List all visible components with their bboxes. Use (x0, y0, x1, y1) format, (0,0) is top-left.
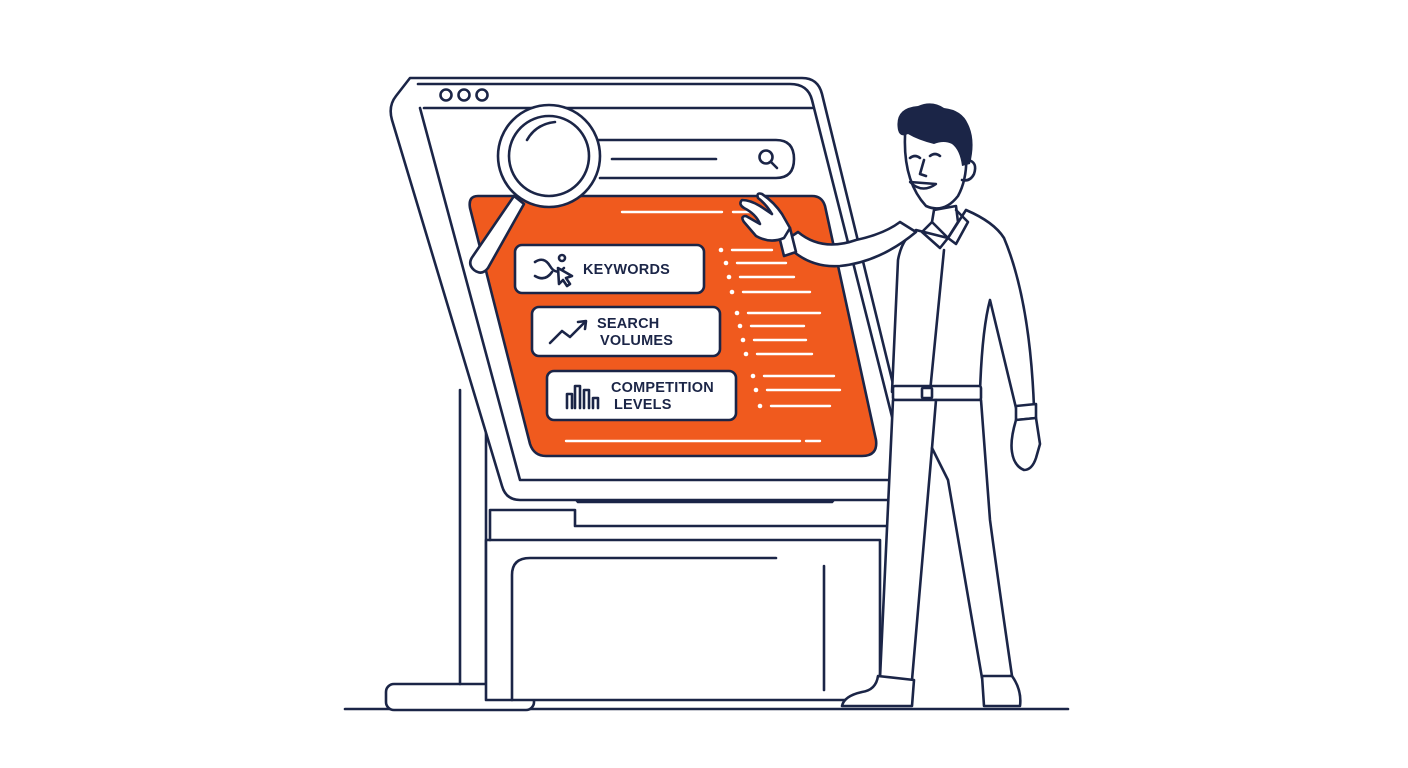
card-keywords[interactable]: KEYWORDS (513, 243, 706, 295)
card-search-volumes-line1: SEARCH (597, 316, 659, 332)
card-keywords-label: KEYWORDS (583, 262, 670, 278)
person-arm (739, 192, 918, 268)
window-controls[interactable] (439, 88, 489, 102)
magnifying-glass-icon (468, 103, 602, 274)
person (739, 103, 1042, 708)
person-torso (890, 208, 1042, 472)
person-hair (897, 103, 973, 166)
window-dot-minimize[interactable] (457, 88, 471, 102)
window-dot-close[interactable] (439, 88, 453, 102)
person-right-shoe (840, 674, 916, 708)
card-search-volumes-box[interactable] (530, 305, 722, 358)
person-belt (891, 384, 983, 402)
person-head (897, 103, 977, 210)
trend-up-icon (548, 319, 588, 345)
person-pointing-hand (739, 192, 792, 242)
card-competition-levels-line1: COMPETITION (611, 380, 714, 396)
bullet-list (718, 247, 842, 409)
magnifier-lens (507, 114, 591, 198)
results-panel: KEYWORDS SEARCH VOLUMES (468, 194, 878, 458)
person-left-hand (1010, 416, 1042, 472)
window-dot-maximize[interactable] (475, 88, 489, 102)
search-bar[interactable] (588, 138, 796, 180)
search-icon[interactable] (758, 149, 779, 170)
magnifier-handle (468, 194, 526, 274)
card-competition-levels-line2: LEVELS (614, 397, 672, 413)
path-cursor-icon (533, 253, 574, 288)
person-left-shoe (980, 674, 1022, 708)
person-legs (840, 398, 1022, 708)
card-search-volumes-line2: VOLUMES (600, 333, 673, 349)
kiosk-cabinet (484, 538, 882, 702)
browser-window: KEYWORDS SEARCH VOLUMES (389, 76, 921, 502)
bar-chart-icon (565, 384, 600, 410)
card-search-volumes[interactable]: SEARCH VOLUMES (530, 305, 722, 358)
card-competition-levels[interactable]: COMPETITION LEVELS (545, 369, 738, 422)
